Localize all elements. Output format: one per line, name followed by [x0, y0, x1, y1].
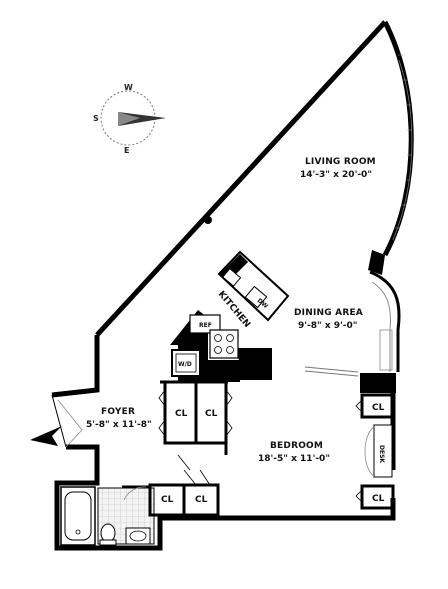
living-room-dims: 14'-3" x 20'-0" — [300, 170, 372, 180]
foyer-name: FOYER — [101, 407, 135, 417]
dining-area-dims: 9'-8" x 9'-0" — [298, 321, 357, 331]
dining-area-name: DINING AREA — [294, 308, 363, 318]
outer-walls — [51, 20, 396, 551]
washer-dryer-label: W/D — [178, 361, 192, 368]
desk — [364, 424, 393, 478]
compass-needle-tail — [118, 112, 140, 126]
desk-label: DESK — [378, 445, 385, 463]
kitchen-block: DW KITCHEN REF W/D — [170, 250, 290, 382]
foyer-closets — [158, 380, 233, 445]
closet-bath-left-label: CL — [161, 495, 174, 505]
bathroom — [60, 485, 155, 546]
bedroom-dims: 18'-5" x 11'-0" — [258, 454, 330, 464]
entry-door — [51, 394, 83, 448]
diagonal-wall — [95, 20, 387, 337]
foyer-left-wall-lower — [54, 444, 396, 551]
compass-south: S — [93, 114, 99, 123]
closet-bedroom-bottom-label: CL — [372, 494, 385, 504]
sliding-door — [304, 366, 359, 377]
compass-west: W — [124, 83, 133, 92]
closet-foyer-right-label: CL — [205, 409, 218, 419]
dining-bay — [360, 250, 401, 393]
refrigerator-label: REF — [199, 322, 212, 329]
foyer-dims: 5'-8" x 11'-8" — [86, 420, 152, 430]
bedroom-name: BEDROOM — [270, 441, 323, 451]
bedroom-closets — [355, 393, 395, 510]
living-room-name: LIVING ROOM — [305, 157, 376, 167]
closet-foyer-left-label: CL — [175, 409, 188, 419]
compass: W S E — [93, 83, 166, 155]
closet-bath-right-label: CL — [195, 495, 208, 505]
foyer-left-wall-upper — [51, 335, 100, 398]
curved-window-wall — [382, 20, 414, 257]
bath-closets — [148, 454, 220, 517]
structural-column — [204, 216, 212, 224]
closet-bedroom-top-label: CL — [372, 403, 385, 413]
compass-east: E — [124, 146, 129, 155]
entrance-arrow-icon — [30, 426, 62, 446]
